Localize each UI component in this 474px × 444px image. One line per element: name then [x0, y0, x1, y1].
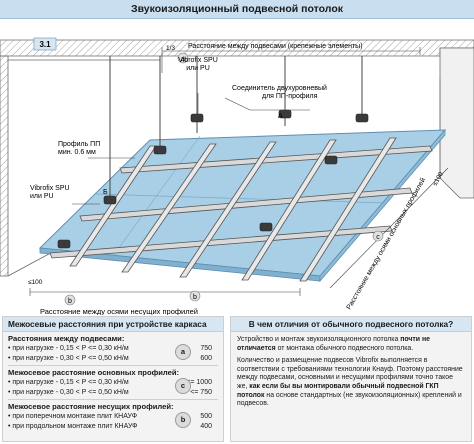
label-vibrofix-top-1: Vibrofix SPU	[178, 57, 218, 64]
svg-text:c: c	[376, 234, 380, 241]
row-text: • при нагрузке - 0,30 < P <= 0,50 кН/м	[8, 354, 129, 362]
table-row: • при нагрузке - 0,15 < P <= 0,30 кН/м 75…	[8, 344, 218, 354]
label-vibrofix-top-2: или PU	[186, 65, 210, 72]
gypsum-board-side	[319, 128, 446, 283]
row-text: • при нагрузке - 0,15 < P <= 0,30 кН/м	[8, 379, 129, 387]
group-title: Межосевое расстояние несущих профилей:	[8, 402, 174, 412]
table-row: • при продольном монтаже плит КНАУФ 400	[8, 422, 218, 432]
table-row: • при нагрузке - 0,30 < P <= 0,50 кН/м 60…	[8, 354, 218, 364]
row-value: <= 750	[190, 388, 212, 396]
row-text: • при продольном монтаже плит КНАУФ	[8, 422, 138, 430]
marker-b-badge: b	[175, 412, 191, 429]
marker-b-mid: b	[189, 290, 201, 302]
row-value: 600	[200, 354, 212, 362]
vibrofix-hangers	[57, 109, 369, 249]
marker-a-badge: a	[175, 344, 191, 360]
spacing-table-title: Межосевые расстояния при устройстве карк…	[3, 317, 223, 332]
difference-panel: В чем отличия от обычного подвесного пот…	[230, 316, 472, 442]
label-vibrofix-left-1: Vibrofix SPU	[30, 185, 70, 192]
label-section-b: Б	[103, 189, 108, 196]
svg-text:a: a	[181, 56, 185, 63]
row-value: 750	[200, 345, 212, 352]
row-text: • при поперечном монтаже плит КНАУФ	[8, 413, 138, 421]
table-row: • при поперечном монтаже плит КНАУФ 500	[8, 412, 218, 422]
marker-b-left: b	[64, 294, 76, 306]
row-value: 400	[200, 422, 212, 430]
right-wall	[439, 47, 474, 199]
label-connector-1: Соединитель двухуровневый	[232, 84, 327, 92]
bearing-profile-group: Межосевое расстояние несущих профилей: •…	[3, 400, 223, 431]
row-text: • при нагрузке - 0,15 < P <= 0,30 кН/м	[8, 345, 129, 352]
paragraph-1: Устройство и монтаж звукоизоляционного п…	[237, 336, 430, 352]
main-profile-group: Межосевое расстояние основных профилей: …	[3, 366, 223, 397]
label-connector-2: для ПП-профиля	[262, 93, 318, 100]
bearing-profiles	[69, 137, 397, 282]
figure-label: 3.1	[39, 40, 51, 49]
label-one-third: 1/3	[166, 45, 175, 52]
marker-c-badge: c	[175, 378, 191, 395]
label-profile-2: мин. 0.6 мм	[58, 149, 96, 156]
spacing-table: Межосевые расстояния при устройстве карк…	[2, 316, 224, 442]
marker-a-top: a	[177, 52, 189, 64]
divider	[8, 365, 218, 367]
label-dim-100-left: ≤100	[28, 279, 43, 286]
paragraph-2: Количество и размещение подвесов Vibrofi…	[237, 357, 463, 408]
row-value: <= 1000	[186, 379, 212, 387]
svg-text:b: b	[193, 294, 197, 301]
page-title: Звукоизоляционный подвесной потолок	[0, 0, 474, 19]
group-title: Расстояния между подвесами:	[8, 334, 125, 343]
svg-text:b: b	[68, 298, 72, 305]
left-wall	[0, 55, 9, 277]
group-title: Межосевое расстояние основных профилей:	[8, 368, 180, 378]
label-section-a: A	[278, 113, 283, 120]
row-value: 500	[200, 413, 212, 421]
marker-c: c	[372, 230, 384, 242]
label-hanger-spacing: Расстояние между подвесами (крепежные эл…	[188, 43, 363, 50]
hanger-spacing-group: Расстояния между подвесами: • при нагруз…	[3, 332, 223, 363]
figure-label-box	[33, 37, 57, 51]
label-vibrofix-left-2: или PU	[30, 193, 54, 200]
table-row: • при нагрузке - 0,15 < P <= 0,30 кН/м <=…	[8, 378, 218, 388]
difference-title: В чем отличия от обычного подвесного пот…	[231, 317, 471, 332]
table-row: • при нагрузке - 0,30 < P <= 0,50 кН/м <=…	[8, 388, 218, 398]
divider	[8, 399, 218, 401]
ceiling-diagram: a b b c 3.1 1/3 Расстояние между подвеса…	[0, 18, 474, 315]
label-bearing-spacing: Расстояние между осями несущих профилей	[40, 307, 198, 315]
label-profile-1: Профиль ПП	[58, 141, 100, 148]
row-text: • при нагрузке - 0,30 < P <= 0,50 кН/м	[8, 388, 129, 396]
